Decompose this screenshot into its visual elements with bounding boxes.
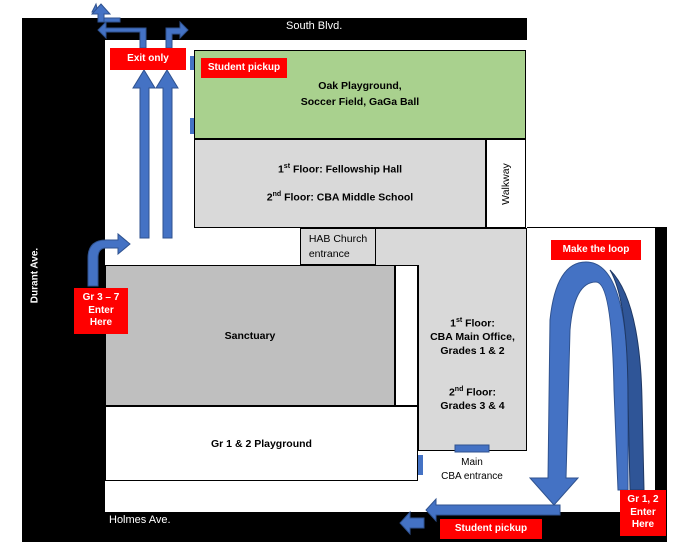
holmes-exit-arrow — [399, 510, 425, 536]
cba-second-floor: 2nd Floor: Grades 3 & 4 — [440, 385, 505, 413]
bottom-exit-arrow — [425, 497, 561, 523]
oak-playground: Oak Playground, Soccer Field, GaGa Ball — [194, 50, 526, 139]
walkway: Walkway — [486, 139, 526, 228]
up-arrow-1 — [132, 69, 156, 239]
gr12-enter-label: Gr 1, 2 Enter Here — [620, 490, 666, 536]
connector-building — [376, 228, 527, 265]
street-south-blvd: South Blvd. — [286, 20, 343, 32]
sanctuary-label: Sanctuary — [224, 329, 276, 342]
hab-church-label: HAB Church entrance — [308, 232, 368, 260]
student-pickup-bottom-label: Student pickup — [440, 519, 542, 539]
south-blvd-road — [105, 18, 527, 40]
holmes-ave-road — [105, 512, 667, 542]
cba-building: 1st Floor: CBA Main Office, Grades 1 & 2… — [418, 265, 527, 451]
fellowship-second-floor: 2nd Floor: CBA Middle School — [266, 190, 414, 204]
student-pickup-top-label: Student pickup — [201, 58, 287, 78]
cba-first-floor: 1st Floor: CBA Main Office, Grades 1 & 2 — [430, 316, 515, 358]
make-the-loop-label: Make the loop — [551, 240, 641, 260]
door-marker-1 — [190, 56, 194, 70]
up-arrow-2 — [155, 69, 179, 239]
door-marker-side — [418, 455, 423, 475]
main-cba-entrance-label: Main CBA entrance — [441, 457, 503, 482]
door-marker-2 — [190, 118, 194, 134]
exit-only-label: Exit only — [110, 48, 186, 70]
sanctuary: Sanctuary — [105, 265, 395, 406]
exit-arrow-left — [97, 20, 147, 49]
oak-playground-label: Oak Playground, Soccer Field, GaGa Ball — [300, 80, 420, 108]
corner-exit-arrow — [90, 3, 121, 23]
sanctuary-annex — [395, 265, 418, 406]
door-marker-main — [454, 444, 490, 453]
hab-church-entrance: HAB Church entrance — [300, 228, 376, 265]
street-holmes-ave: Holmes Ave. — [109, 514, 171, 526]
east-road — [655, 227, 667, 512]
loop-arrow — [528, 261, 629, 506]
fellowship-first-floor: 1st Floor: Fellowship Hall — [277, 163, 403, 176]
exit-arrow-right — [165, 20, 189, 49]
gr12-playground-label: Gr 1 & 2 Playground — [211, 437, 312, 450]
gr37-entry-arrow — [87, 232, 131, 287]
fellowship-hall-building: 1st Floor: Fellowship Hall 2nd Floor: CB… — [194, 139, 486, 228]
gr37-enter-label: Gr 3 – 7 Enter Here — [74, 288, 128, 334]
gr12-playground: Gr 1 & 2 Playground — [105, 406, 418, 481]
